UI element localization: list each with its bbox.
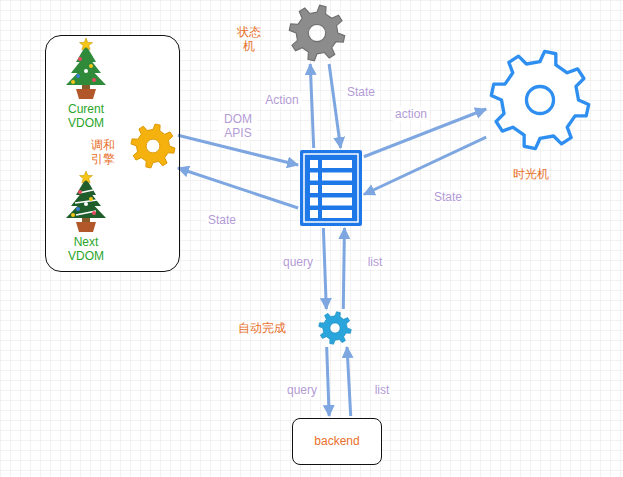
tree-label: Curent VDOM <box>54 102 118 131</box>
gear-node: 时光机 <box>488 48 592 152</box>
tree-icon <box>66 38 106 99</box>
gear-node: 调和 引擎 <box>130 123 176 169</box>
tree-icon <box>66 171 106 232</box>
gear-picture <box>130 123 176 169</box>
gear-caption: 状态 机 <box>236 25 262 54</box>
arrow-connector <box>343 228 344 309</box>
gear-picture <box>288 4 346 62</box>
backend-fill <box>292 418 382 465</box>
store-icon <box>300 150 362 226</box>
process-box: backend <box>292 418 382 465</box>
edge-label: query <box>285 383 319 397</box>
arrow-connector <box>310 64 313 148</box>
arrow-connector <box>323 228 326 309</box>
gear-label: 调和 引擎 <box>90 138 116 167</box>
gear-label: 时光机 <box>513 167 549 181</box>
edge-label: list <box>373 383 392 397</box>
gear-node: 状态 机 <box>288 4 346 62</box>
gear-hub <box>526 86 553 113</box>
vdom-tree: Next VDOM <box>54 171 118 264</box>
group-box: Curent VDOM Next VDOM 调和 引擎 <box>45 35 180 272</box>
gear-picture <box>488 48 592 152</box>
arrow-connector <box>327 347 329 416</box>
edge-label: query <box>281 255 315 269</box>
tree-picture <box>54 38 118 100</box>
gear-caption: 时光机 <box>513 167 549 181</box>
edge-label: State <box>432 190 464 204</box>
gear-node: 自动完成 <box>318 311 352 345</box>
arrow-connector <box>178 168 298 208</box>
tree-label: Next VDOM <box>61 235 111 264</box>
gear-label: 自动完成 <box>238 321 286 335</box>
arrow-connector <box>364 137 486 194</box>
gear-outline <box>491 51 588 148</box>
edge-label: State <box>345 85 377 99</box>
edge-label: action <box>393 107 429 121</box>
gear-caption: 自动完成 <box>238 321 286 335</box>
gear-icon <box>131 124 175 168</box>
edge-label: DOM APIS <box>219 112 257 141</box>
arrow-connector <box>329 64 341 148</box>
box-label: backend <box>314 434 359 448</box>
gear-picture <box>318 311 352 345</box>
gear-caption: 调和 引擎 <box>90 138 116 167</box>
gear-label: 状态 机 <box>236 25 262 54</box>
edge-label: Action <box>263 93 300 107</box>
tree-picture <box>54 171 118 233</box>
vdom-tree: Curent VDOM <box>54 38 118 131</box>
list-picture <box>300 150 362 226</box>
group-fill <box>45 35 180 272</box>
gear-icon <box>319 312 351 344</box>
edge-label: list <box>366 255 385 269</box>
list-icon <box>300 150 362 226</box>
edge-label: State <box>206 213 238 227</box>
gear-icon <box>289 5 344 60</box>
arrow-connector <box>347 347 351 416</box>
